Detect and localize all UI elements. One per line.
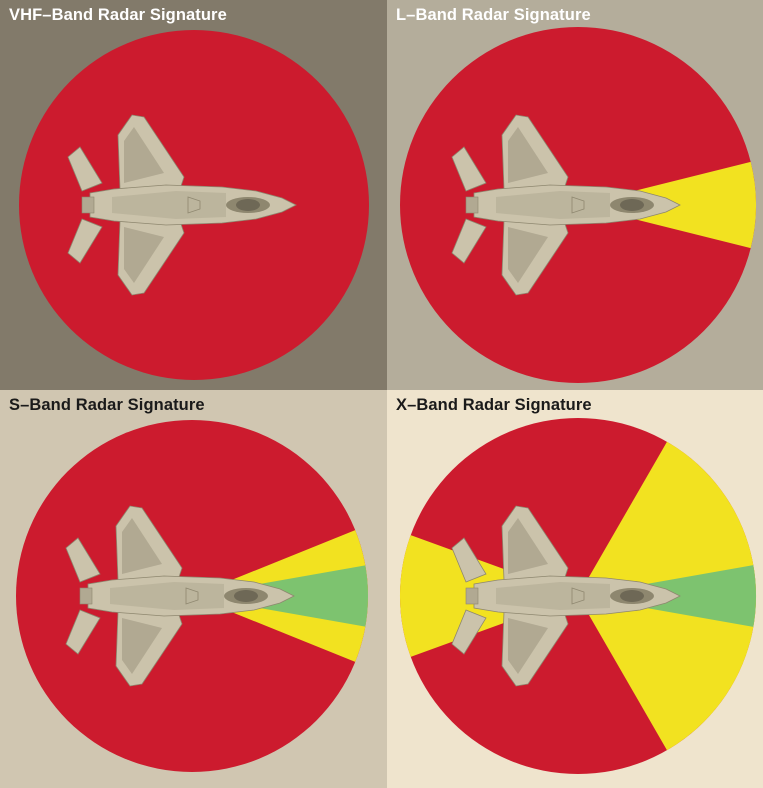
canopy-glass	[236, 199, 260, 211]
wing-panel-top	[122, 518, 162, 574]
intake-marking	[571, 196, 585, 214]
tail-stabilizer-bottom	[65, 609, 101, 655]
engine-nozzle	[465, 196, 479, 214]
tail-stabilizer-top	[67, 146, 103, 192]
x-band-title: X–Band Radar Signature	[396, 396, 592, 414]
canopy-glass	[620, 199, 644, 211]
tail-stabilizer-bottom	[451, 609, 487, 655]
intake-marking	[187, 196, 201, 214]
fuselage-shade	[496, 191, 610, 219]
fuselage-shade	[112, 191, 226, 219]
canopy-glass	[234, 590, 258, 602]
wing-panel-bottom	[508, 618, 548, 674]
l-band-panel: L–Band Radar Signature	[387, 0, 763, 390]
tail-stabilizer-top	[451, 146, 487, 192]
engine-nozzle	[79, 587, 93, 605]
intake-marking	[571, 587, 585, 605]
aircraft-silhouette	[67, 114, 297, 296]
wing-panel-top	[508, 518, 548, 574]
wing-panel-bottom	[508, 227, 548, 283]
wing-panel-bottom	[124, 227, 164, 283]
l-band-diagram	[400, 27, 756, 383]
vhf-band-title: VHF–Band Radar Signature	[9, 6, 227, 24]
wing-panel-bottom	[122, 618, 162, 674]
x-band-panel: X–Band Radar Signature	[387, 390, 763, 788]
fuselage-shade	[496, 582, 610, 610]
s-band-title: S–Band Radar Signature	[9, 396, 205, 414]
tail-stabilizer-bottom	[67, 218, 103, 264]
tail-stabilizer-top	[65, 537, 101, 583]
aircraft-silhouette	[451, 114, 681, 296]
vhf-band-panel: VHF–Band Radar Signature	[0, 0, 387, 390]
intake-marking	[185, 587, 199, 605]
s-band-panel: S–Band Radar Signature	[0, 390, 387, 788]
wing-panel-top	[508, 127, 548, 183]
vhf-band-diagram	[19, 30, 369, 380]
engine-nozzle	[465, 587, 479, 605]
l-band-title: L–Band Radar Signature	[396, 6, 591, 24]
aircraft-silhouette	[451, 505, 681, 687]
fuselage-shade	[110, 582, 224, 610]
tail-stabilizer-bottom	[451, 218, 487, 264]
x-band-diagram	[399, 418, 757, 774]
canopy-glass	[620, 590, 644, 602]
s-band-diagram	[16, 420, 369, 772]
aircraft-silhouette	[65, 505, 295, 687]
wing-panel-top	[124, 127, 164, 183]
engine-nozzle	[81, 196, 95, 214]
tail-stabilizer-top	[451, 537, 487, 583]
